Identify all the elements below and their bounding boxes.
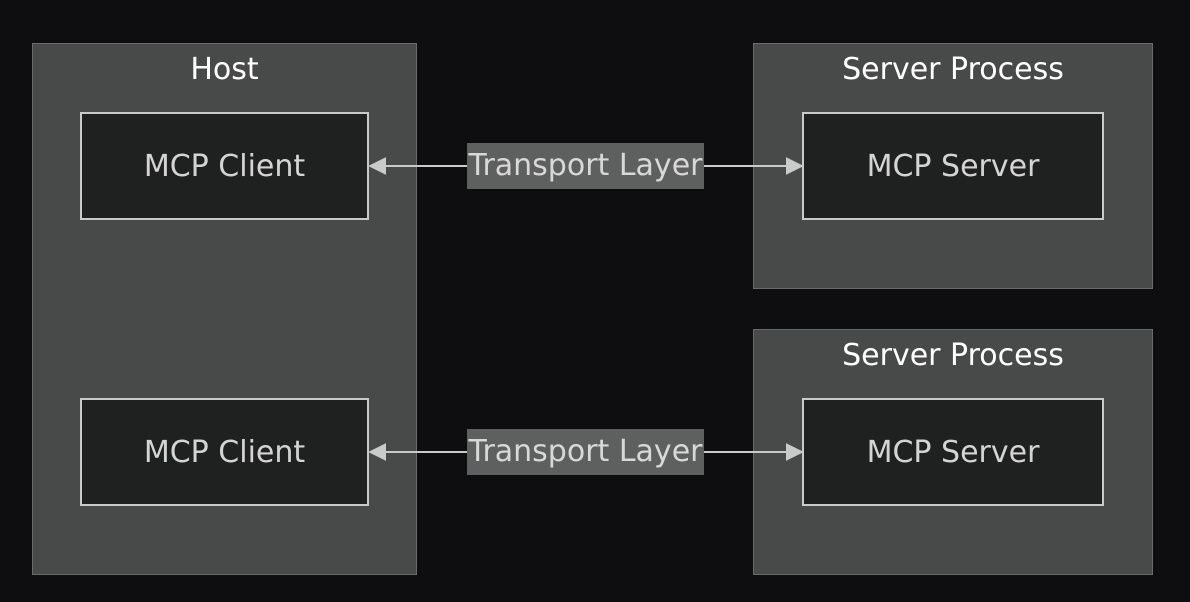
- host-group-title: Host: [190, 52, 259, 87]
- edge-label-2: Transport Layer: [467, 429, 704, 475]
- mcp-client-node-2[interactable]: MCP Client: [80, 398, 369, 506]
- mcp-server-node-2[interactable]: MCP Server: [802, 398, 1104, 506]
- mcp-server-node-1[interactable]: MCP Server: [802, 112, 1104, 220]
- edge-label-1: Transport Layer: [467, 143, 704, 189]
- mcp-client-node-1[interactable]: MCP Client: [80, 112, 369, 220]
- server-process-title-1: Server Process: [842, 52, 1064, 87]
- server-process-title-2: Server Process: [842, 338, 1064, 373]
